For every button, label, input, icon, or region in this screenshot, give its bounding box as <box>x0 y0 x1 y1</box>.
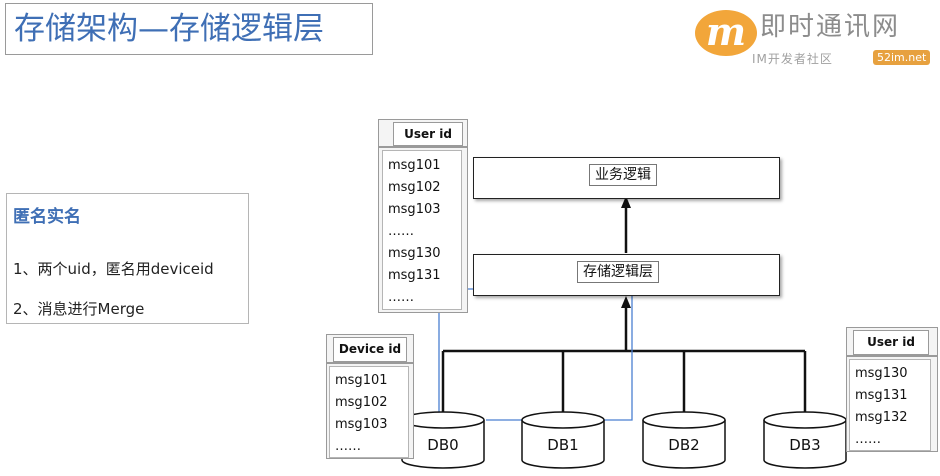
list-item: msg102 <box>335 395 388 410</box>
user-id-table-right-list: msg130 msg131 msg132 …… <box>849 359 931 451</box>
db2-label: DB2 <box>668 436 700 454</box>
user-id-table-top-header: User id <box>378 119 468 147</box>
storage-layer-label: 存储逻辑层 <box>577 261 659 283</box>
user-id-table-top-list: msg101 msg102 msg103 …… msg130 msg131 …… <box>382 150 462 310</box>
list-item: msg101 <box>388 158 441 173</box>
user-id-table-right: msg130 msg131 msg132 …… <box>846 356 938 452</box>
db0-cylinder <box>401 411 485 469</box>
db1-cylinder <box>521 411 605 469</box>
arrowhead-business <box>621 196 631 208</box>
list-item: …… <box>388 290 414 305</box>
list-item: msg103 <box>388 202 441 217</box>
storage-logic-layer: 存储逻辑层 <box>473 254 780 296</box>
user-id-table-top-title: User id <box>393 122 463 146</box>
logo-mark: m <box>695 10 757 56</box>
db0-label: DB0 <box>427 436 459 454</box>
list-item: msg102 <box>388 180 441 195</box>
list-item: msg131 <box>388 268 441 283</box>
device-id-table-header: Device id <box>326 334 414 363</box>
logo-domain: 52im.net <box>873 50 931 65</box>
user-id-table-right-header: User id <box>846 327 938 356</box>
business-layer-label: 业务逻辑 <box>589 164 657 186</box>
note-line-2: 2、消息进行Merge <box>13 300 145 318</box>
list-item: msg131 <box>855 388 908 403</box>
user-id-table-right-title: User id <box>853 330 929 355</box>
device-id-table-list: msg101 msg102 msg103 …… <box>329 366 409 458</box>
note-heading: 匿名实名 <box>13 207 81 227</box>
list-item: msg103 <box>335 417 388 432</box>
db2-cylinder <box>642 411 726 469</box>
note-panel: 匿名实名 1、两个uid，匿名用deviceid 2、消息进行Merge <box>6 193 249 324</box>
device-id-table: msg101 msg102 msg103 …… <box>326 363 414 459</box>
page-title: 存储架构—存储逻辑层 <box>5 3 373 55</box>
list-item: msg101 <box>335 373 388 388</box>
db1-label: DB1 <box>547 436 579 454</box>
list-item: …… <box>855 432 881 447</box>
device-id-table-title: Device id <box>333 337 407 362</box>
list-item: msg130 <box>388 246 441 261</box>
logo-tagline: IM开发者社区 <box>752 52 833 66</box>
user-id-table-top: msg101 msg102 msg103 …… msg130 msg131 …… <box>378 147 468 313</box>
list-item: …… <box>388 224 414 239</box>
list-item: msg130 <box>855 366 908 381</box>
note-line-1: 1、两个uid，匿名用deviceid <box>13 260 214 278</box>
list-item: msg132 <box>855 410 908 425</box>
business-layer: 业务逻辑 <box>473 157 780 199</box>
db3-label: DB3 <box>789 436 821 454</box>
logo-name: 即时通讯网 <box>760 12 901 42</box>
list-item: …… <box>335 439 361 454</box>
arrowhead-storage <box>621 296 631 308</box>
